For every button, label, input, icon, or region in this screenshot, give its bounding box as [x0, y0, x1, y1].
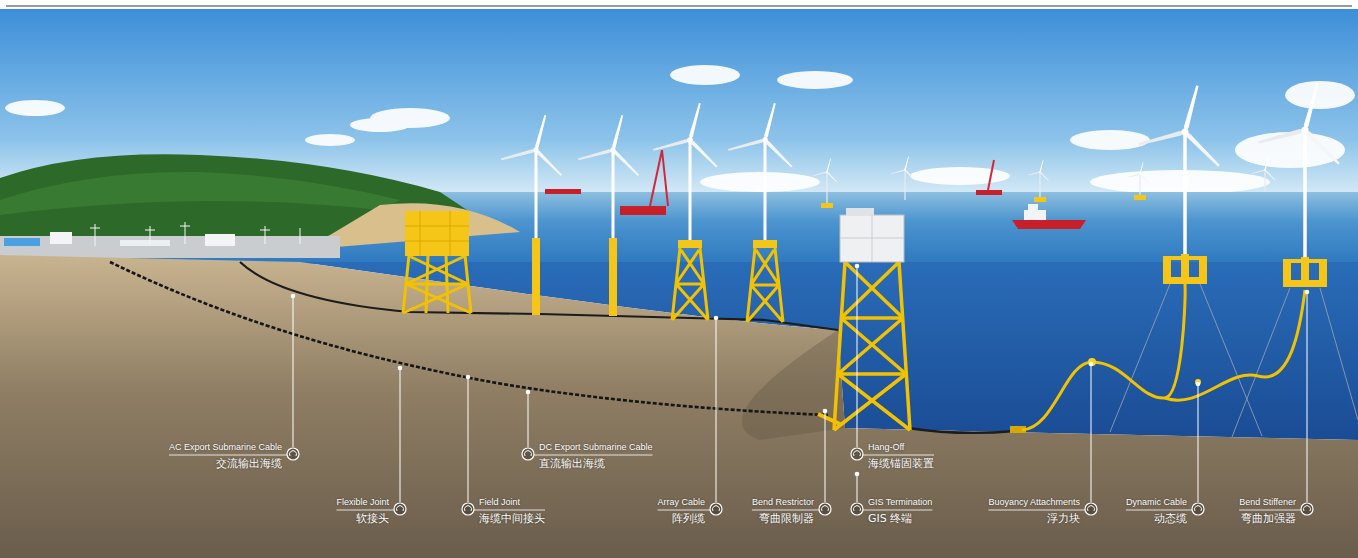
leader-line — [468, 377, 469, 502]
part-name-zh: 软接头 — [356, 512, 389, 525]
callout-icon — [1085, 503, 1097, 515]
part-name-zh: 浮力块 — [1047, 512, 1080, 525]
leader-dot — [526, 390, 531, 395]
icon-swirl — [1195, 506, 1202, 511]
part-name: Bend Stiffener — [1239, 497, 1296, 508]
callout-icon — [1301, 503, 1313, 515]
part-name-zh: 弯曲加强器 — [1241, 512, 1296, 525]
leader-dot — [714, 316, 719, 321]
leader-dot — [823, 409, 828, 414]
icon-swirl — [525, 451, 532, 456]
icon-swirl — [290, 451, 297, 456]
part-name: Dynamic Cable — [1126, 497, 1187, 508]
part-name-zh: 动态缆 — [1154, 512, 1187, 525]
part-name: Field Joint — [479, 497, 520, 508]
icon-swirl — [465, 506, 472, 511]
leader-dot — [398, 366, 403, 371]
icon-ring — [394, 503, 406, 515]
leader-line — [857, 474, 858, 502]
callout-icon — [819, 503, 831, 515]
part-name: DC Export Submarine Cable — [539, 442, 653, 453]
part-name-zh: 弯曲限制器 — [759, 512, 814, 525]
icon-ring — [462, 503, 474, 515]
callout-icon — [522, 448, 534, 460]
part-name: GIS Termination — [868, 497, 932, 508]
leader-dot — [855, 264, 860, 269]
part-name: Hang-Off — [868, 442, 904, 453]
leader-line — [825, 411, 826, 502]
icon-ring — [819, 503, 831, 515]
part-name-zh: 阵列缆 — [672, 512, 705, 525]
label-underline — [863, 510, 932, 511]
label-underline — [169, 455, 287, 456]
leader-line — [716, 318, 717, 502]
leader-line — [857, 266, 858, 447]
leader-dot — [1196, 382, 1201, 387]
label-underline — [534, 455, 653, 456]
icon-ring — [1085, 503, 1097, 515]
part-name: Buoyancy Attachments — [988, 497, 1080, 508]
part-name-zh: GIS 终端 — [868, 512, 912, 525]
icon-swirl — [854, 506, 861, 511]
callout-icon — [1192, 503, 1204, 515]
label-underline — [1126, 510, 1192, 511]
icon-ring — [522, 448, 534, 460]
callout-icon — [851, 448, 863, 460]
icon-ring — [1301, 503, 1313, 515]
label-underline — [1239, 510, 1301, 511]
label-underline — [988, 510, 1085, 511]
icon-swirl — [1304, 506, 1311, 511]
leader-dot — [855, 472, 860, 477]
leader-line — [528, 392, 529, 447]
icon-swirl — [1088, 506, 1095, 511]
part-name: Flexible Joint — [336, 497, 389, 508]
part-name-zh: 交流输出海缆 — [216, 457, 282, 470]
label-underline — [657, 510, 710, 511]
icon-swirl — [822, 506, 829, 511]
part-name: Array Cable — [657, 497, 705, 508]
part-name-zh: 海缆中间接头 — [479, 512, 545, 525]
icon-ring — [287, 448, 299, 460]
leader-dot — [1089, 362, 1094, 367]
leader-dot — [466, 375, 471, 380]
callout-icon — [710, 503, 722, 515]
part-name: AC Export Submarine Cable — [169, 442, 282, 453]
callout-icon — [462, 503, 474, 515]
icon-ring — [710, 503, 722, 515]
part-name: Bend Restrictor — [752, 497, 814, 508]
callout-icon — [851, 503, 863, 515]
leader-line — [1091, 364, 1092, 502]
callout-icon — [394, 503, 406, 515]
part-name-zh: 海缆锚固装置 — [868, 457, 934, 470]
part-name-zh: 直流输出海缆 — [539, 457, 605, 470]
leader-line — [1198, 384, 1199, 502]
icon-swirl — [854, 451, 861, 456]
callout-icon — [287, 448, 299, 460]
label-underline — [863, 455, 934, 456]
leader-dot — [291, 294, 296, 299]
leader-line — [293, 296, 294, 447]
leader-line — [400, 368, 401, 502]
icon-ring — [851, 503, 863, 515]
icon-swirl — [397, 506, 404, 511]
icon-swirl — [713, 506, 720, 511]
icon-ring — [851, 448, 863, 460]
label-underline — [336, 510, 394, 511]
leader-dot — [1305, 290, 1310, 295]
leader-line — [1307, 292, 1308, 502]
icon-ring — [1192, 503, 1204, 515]
label-underline — [474, 510, 545, 511]
label-underline — [752, 510, 819, 511]
